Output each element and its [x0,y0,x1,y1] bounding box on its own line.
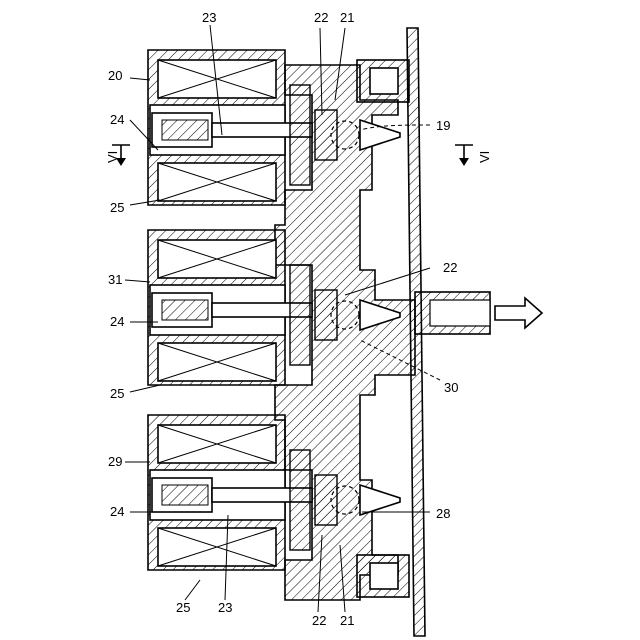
flow-channel [360,485,400,515]
label-30: 30 [444,380,458,395]
label-22-mid: 22 [443,260,457,275]
label-24-b: 24 [110,314,124,329]
mount-flange-bottom [357,555,409,597]
label-28: 28 [436,506,450,521]
valve-seat [315,110,337,160]
guide-collar [290,265,310,365]
label-24-c: 24 [110,504,124,519]
label-23-top: 23 [202,10,216,25]
guide-collar [290,450,310,550]
spring [162,120,208,140]
label-25-a: 25 [110,200,124,215]
label-20: 20 [108,68,122,83]
label-25-b: 25 [110,386,124,401]
flow-arrow-icon [495,298,542,328]
label-23-bottom: 23 [218,600,232,615]
outlet-pipe [415,292,490,334]
label-22-bottom: 22 [312,613,326,628]
label-21-top: 21 [340,10,354,25]
label-19: 19 [436,118,450,133]
label-22-top: 22 [314,10,328,25]
valve-seat [315,290,337,340]
label-29: 29 [108,454,122,469]
flow-channel [360,120,400,150]
section-marker-right [455,145,473,166]
valve-seat [315,475,337,525]
label-24-a: 24 [110,112,124,127]
label-31: 31 [108,272,122,287]
label-25-c: 25 [176,600,190,615]
label-21-bottom: 21 [340,613,354,628]
section-label-left: VI [105,151,120,163]
spring [162,300,208,320]
mount-flange-top [357,60,409,102]
spring [162,485,208,505]
section-label-right: VI [477,151,492,163]
guide-collar [290,85,310,185]
